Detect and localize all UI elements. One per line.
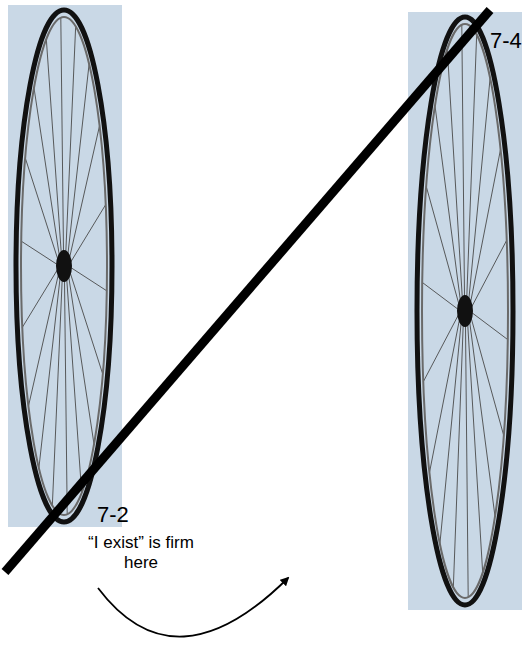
spoke: [68, 64, 90, 258]
spoke: [462, 25, 465, 301]
left-hub: [56, 250, 72, 282]
spoke: [471, 240, 507, 308]
spoke: [70, 205, 106, 264]
right-rim-inner: [422, 24, 508, 598]
spoke: [46, 39, 61, 257]
spoke: [469, 78, 491, 303]
spoke: [426, 186, 459, 306]
spoke: [52, 276, 62, 506]
right-spokes: [422, 25, 508, 597]
spoke: [422, 282, 459, 310]
callout-number: 7-4: [490, 28, 522, 54]
spoke: [471, 312, 508, 340]
spoke: [61, 18, 64, 256]
spoke: [69, 270, 102, 374]
left-rim-inner: [21, 17, 107, 515]
spoke: [467, 35, 477, 302]
left-panel: [8, 5, 122, 527]
right-panel: [408, 12, 522, 610]
right-hub: [457, 295, 473, 327]
right-rim: [417, 17, 513, 605]
spoke: [22, 268, 58, 327]
curved-arrow: [98, 578, 288, 637]
note-text: “I exist” is firm here: [82, 533, 200, 574]
axle-rod: [5, 10, 490, 572]
spoke: [25, 158, 58, 262]
spoke: [467, 320, 482, 573]
left-spokes: [21, 18, 107, 515]
spoke: [70, 267, 107, 291]
spoke: [39, 274, 61, 468]
spoke: [66, 26, 76, 256]
spoke: [447, 49, 462, 302]
left-rim: [16, 10, 112, 522]
spoke: [470, 315, 503, 435]
spoke: [21, 241, 58, 265]
spoke: [423, 313, 459, 381]
spoke: [453, 321, 463, 588]
spoke: [440, 319, 462, 544]
spoke: [66, 275, 81, 493]
callout-number: 7-2: [97, 502, 129, 528]
spoke: [465, 321, 468, 597]
spoke: [64, 276, 67, 514]
